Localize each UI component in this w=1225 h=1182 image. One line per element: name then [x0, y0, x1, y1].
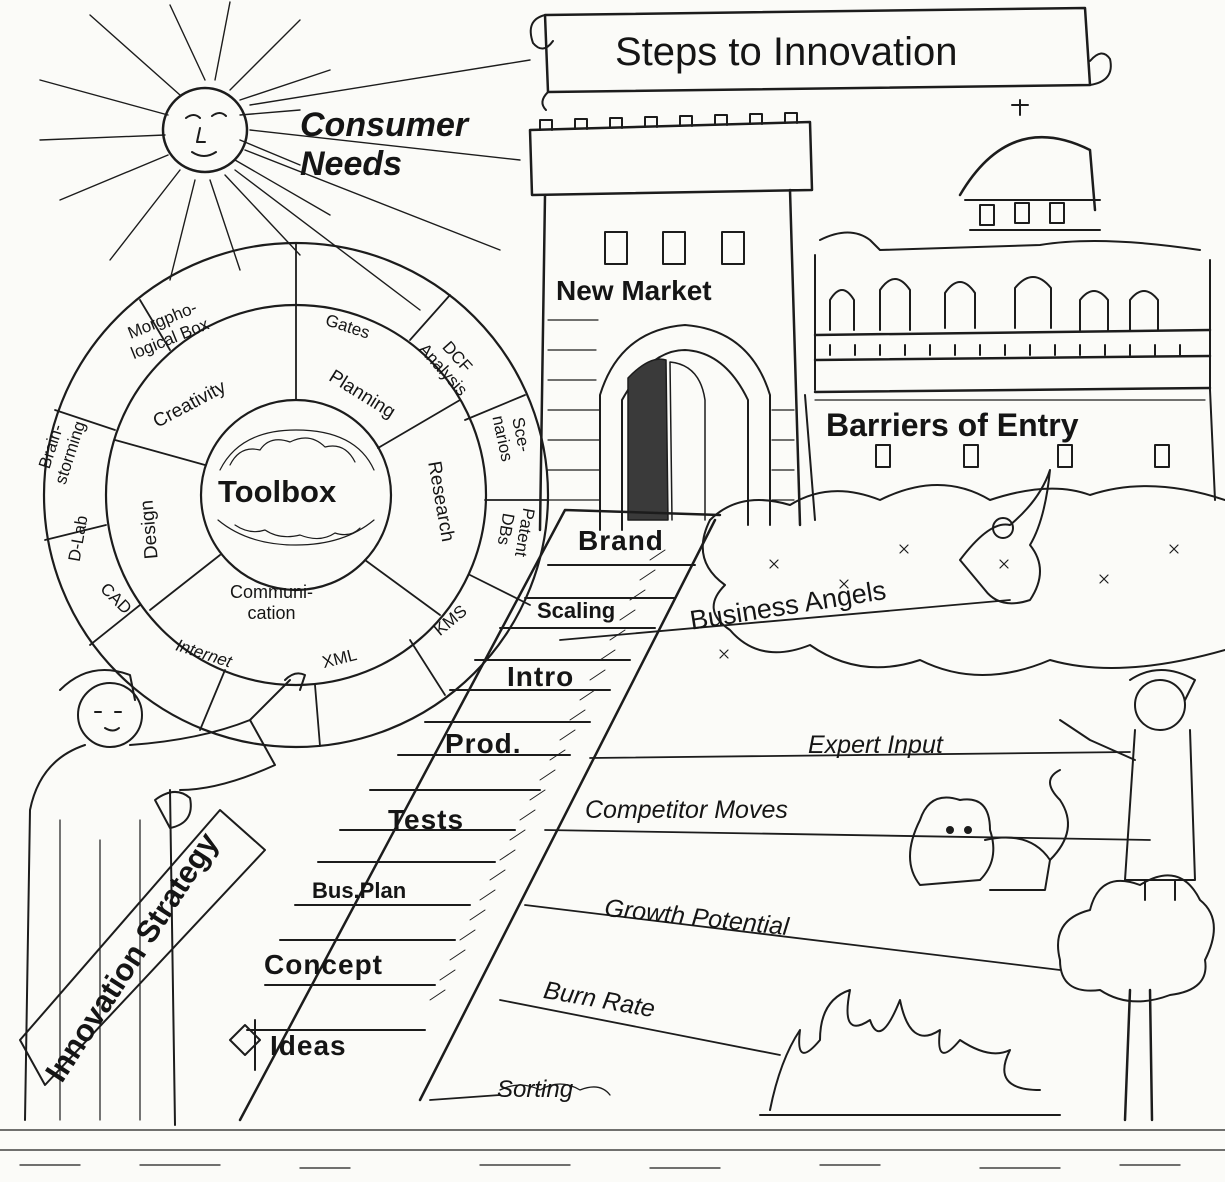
- fire-icon: [759, 989, 1061, 1116]
- toolbox-center-label: Toolbox: [218, 474, 337, 509]
- expert-figure: [1059, 669, 1196, 901]
- new-market-label: New Market: [556, 275, 712, 306]
- factor-sorting: Sorting: [497, 1076, 574, 1103]
- new-market-tower: [528, 112, 814, 532]
- tool-patent-dbs: Patent DBs: [494, 506, 539, 559]
- tree-icon: [1057, 874, 1215, 1122]
- step-tests: Tests: [388, 804, 465, 835]
- step-production: Prod.: [445, 728, 522, 759]
- barriers-of-entry-label: Barriers of Entry: [826, 407, 1079, 443]
- innovation-strategist-figure: [19, 669, 306, 1126]
- tool-design: Design: [136, 499, 163, 560]
- consumer-needs-label: Consumer Needs: [300, 106, 469, 184]
- step-concept: Concept: [264, 949, 383, 980]
- step-brand: Brand: [578, 525, 664, 556]
- lion-icon: [909, 769, 1069, 891]
- title-scroll-banner: [529, 6, 1112, 111]
- factor-lines: [429, 599, 1151, 1101]
- step-business-plan: Bus.Plan: [312, 878, 407, 903]
- step-scaling: Scaling: [537, 598, 616, 623]
- step-ideas: Ideas: [270, 1030, 347, 1061]
- factor-competitor-moves: Competitor Moves: [585, 796, 788, 824]
- factor-expert-input: Expert Input: [808, 731, 943, 759]
- tool-communication: Communi- cation: [230, 582, 314, 623]
- staircase: [238, 508, 722, 1122]
- castle-building: [804, 99, 1216, 521]
- ground-lines: [0, 1083, 1225, 1169]
- clouds: [701, 469, 1225, 676]
- step-introduction: Intro: [507, 661, 575, 692]
- diagram-title: Steps to Innovation: [615, 30, 958, 74]
- sun-icon: [39, 1, 531, 311]
- toolbox-wheel: [42, 241, 550, 749]
